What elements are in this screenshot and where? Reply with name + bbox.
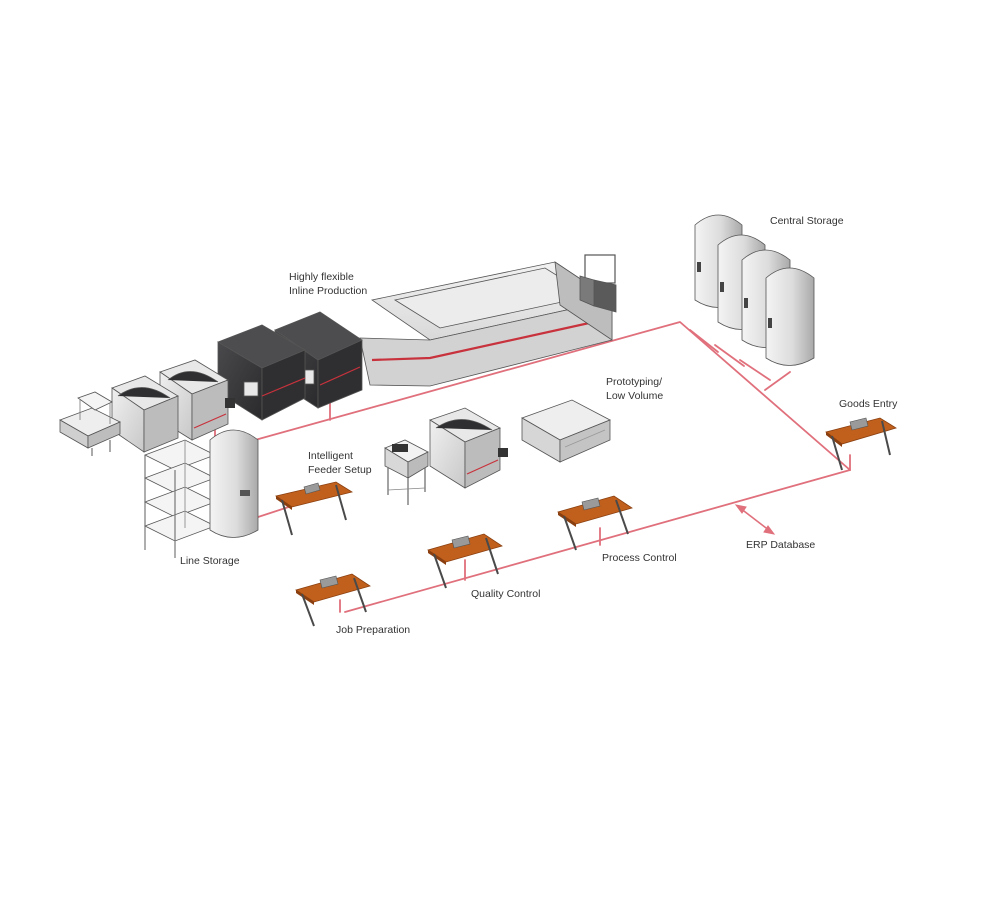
network-storage-branch-3	[739, 359, 771, 381]
label-quality-control: Quality Control	[471, 588, 540, 600]
central-storage-tower-4	[765, 267, 815, 366]
desk-quality-control	[427, 533, 503, 589]
desk-process-control	[557, 495, 633, 551]
double-headed-arrow-icon	[734, 504, 776, 535]
label-intelligent-feeder-line2: Feeder Setup	[308, 464, 372, 476]
laptop-icon	[303, 482, 321, 495]
label-process-control: Process Control	[602, 552, 677, 564]
network-storage-branch-4	[764, 371, 791, 391]
label-central-storage: Central Storage	[770, 215, 844, 227]
line-storage-tower	[209, 429, 259, 538]
desk-feeder-setup	[275, 481, 354, 536]
laptop-icon	[451, 535, 471, 549]
label-goods-entry: Goods Entry	[839, 398, 898, 410]
label-line-storage: Line Storage	[180, 555, 240, 567]
label-intelligent-feeder-line1: Intelligent	[308, 450, 353, 462]
desk-goods-entry	[825, 417, 897, 471]
network-main-lower	[344, 469, 851, 613]
laptop-icon	[849, 417, 869, 431]
prototyping-placement-machine	[429, 407, 508, 489]
desk-job-preparation	[295, 573, 371, 627]
network-lines	[214, 321, 851, 613]
label-job-preparation: Job Preparation	[336, 624, 410, 636]
placement-machine-dark-1	[217, 324, 306, 421]
laptop-icon	[581, 497, 601, 511]
placement-machine-light-1	[111, 375, 179, 453]
network-storage-branch-1	[689, 329, 719, 353]
output-cart	[579, 254, 617, 313]
line-storage-shelf	[144, 439, 216, 558]
board-loader	[59, 391, 121, 456]
label-prototyping-line1: Prototyping/	[606, 376, 662, 388]
prototyping-reflow-oven	[521, 399, 611, 463]
label-highly-flexible-line2: Inline Production	[289, 285, 367, 297]
label-highly-flexible-line1: Highly flexible	[289, 271, 354, 283]
network-main-upper	[254, 321, 851, 471]
label-prototyping-line2: Low Volume	[606, 390, 663, 402]
desktop-placement-unit	[384, 439, 429, 505]
reflow-oven	[359, 261, 614, 387]
label-erp-database: ERP Database	[746, 539, 815, 551]
network-storage-branch-2	[714, 344, 745, 367]
laptop-icon	[319, 575, 339, 589]
